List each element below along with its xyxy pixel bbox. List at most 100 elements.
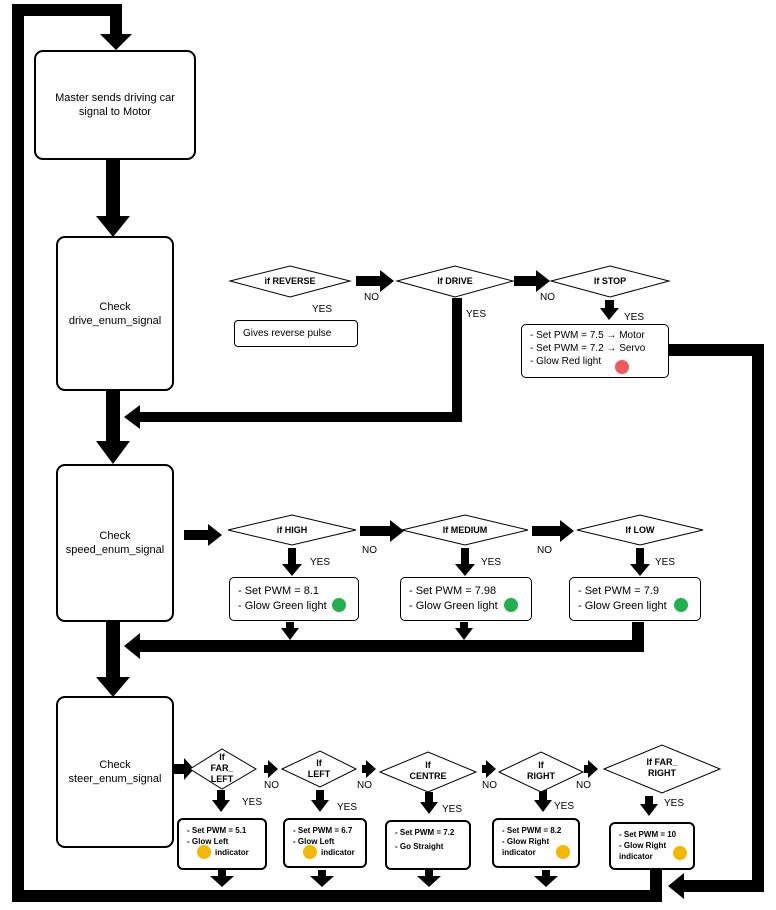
check-speed-line2: speed_enum_signal <box>65 544 165 556</box>
label-yes-far-left: YES <box>242 797 263 808</box>
stop-action-box: - Set PWM = 7.5 → Motor - Set PWM = 7.2 … <box>521 324 669 378</box>
far-left-action-box: - Set PWM = 5.1 - Glow Left indicator <box>177 818 267 870</box>
decision-centre-label: If CENTRE <box>398 760 458 782</box>
yellow-light-icon-left <box>303 845 317 859</box>
arrow-into-main-drive <box>124 405 140 429</box>
green-light-icon-medium <box>504 598 518 612</box>
check-speed-line1: Check <box>99 530 131 542</box>
decision-right <box>497 751 585 793</box>
arrow-check-to-high <box>184 530 210 540</box>
check-drive-node: Check drive_enum_signal <box>56 236 174 391</box>
medium-action-line1: - Set PWM = 7.98 <box>409 585 497 597</box>
stop-down-line <box>752 344 764 892</box>
stop-right-line <box>668 344 764 356</box>
label-no-high: NO <box>362 545 377 556</box>
centre-line1: If <box>425 760 431 770</box>
right-action-line1: - Set PWM = 8.2 <box>502 826 562 835</box>
decision-drive <box>395 265 515 298</box>
right-action-line2: - Glow Right <box>502 837 550 846</box>
arrow-into-master <box>100 34 132 50</box>
flow-speed-to-steer <box>106 621 120 679</box>
arrow-to-check-speed <box>96 441 130 464</box>
decision-far-right-label: If FAR_ RIGHT <box>630 757 694 779</box>
arrow-into-loop <box>668 873 684 899</box>
label-yes-left: YES <box>337 802 358 813</box>
drive-yes-down <box>452 298 462 422</box>
far-left-action-line2: - Glow Left <box>187 837 229 846</box>
arrow-drive-to-stop <box>514 276 538 286</box>
far-right-action-line3: indicator <box>619 852 653 861</box>
arrow-stop-down <box>605 300 614 310</box>
yellow-light-icon-far-left <box>197 845 211 859</box>
arrow-check-to-far-left <box>174 764 186 774</box>
decision-far-left <box>189 748 257 790</box>
decision-far-left-label: If FAR_ LEFT <box>197 752 247 785</box>
decision-high <box>227 514 357 546</box>
decision-low <box>576 514 704 546</box>
label-yes-reverse: YES <box>312 304 333 315</box>
decision-stop-label: If STOP <box>593 276 627 286</box>
medium-action-line2: - Glow Green light <box>409 600 498 612</box>
far-right-action-line2: - Glow Right <box>619 841 667 850</box>
low-action-line2: - Glow Green light <box>578 600 667 612</box>
yellow-light-icon-far-right <box>673 846 687 860</box>
check-speed-node: Check speed_enum_signal <box>56 464 174 622</box>
arrow-medium-to-low <box>532 526 562 536</box>
far-left-line3: LEFT <box>210 774 234 784</box>
decision-right-label: If RIGHT <box>514 760 568 782</box>
left-line1: If <box>316 758 322 768</box>
green-light-icon-high <box>332 598 346 612</box>
right-line1: If <box>538 760 544 770</box>
loop-line-left <box>12 14 24 902</box>
left-action-line1: - Set PWM = 6.7 <box>293 826 353 835</box>
arrow-medium-yes <box>455 564 475 576</box>
arrow-right-to-far-right <box>588 760 598 778</box>
label-no-medium: NO <box>537 545 552 556</box>
low-action-line1: - Set PWM = 7.9 <box>578 585 659 597</box>
far-left-line1: If <box>219 752 225 762</box>
far-left-action-line1: - Set PWM = 5.1 <box>187 826 247 835</box>
centre-action-line1: - Set PWM = 7.2 <box>395 828 455 837</box>
reverse-action-box: Gives reverse pulse <box>234 320 358 347</box>
stop-action-line1: - Set PWM = 7.5 → Motor <box>530 330 645 341</box>
master-node-text: Master sends driving car signal to Motor <box>55 92 175 118</box>
arrow-reverse-to-drive <box>356 276 382 286</box>
label-yes-high: YES <box>310 557 331 568</box>
far-left-line2: FAR_ <box>210 763 234 773</box>
centre-line2: CENTRE <box>409 771 447 781</box>
loop-line-top <box>12 4 122 16</box>
reverse-action-text: Gives reverse pulse <box>243 328 332 339</box>
check-steer-line1: Check <box>99 759 131 771</box>
arrow-to-check-drive <box>96 216 130 237</box>
decision-high-label: if HIGH <box>276 525 308 535</box>
arrow-into-main-speed <box>124 633 140 659</box>
high-action-line2: - Glow Green light <box>238 600 327 612</box>
decision-reverse <box>228 265 352 298</box>
loop-line-top-down <box>110 4 122 36</box>
loop-line-bottom <box>12 890 662 902</box>
left-line2: LEFT <box>307 769 331 779</box>
arrow-left-to-centre <box>366 760 376 778</box>
flow-master-to-drive <box>106 160 120 218</box>
arrow-high-yes <box>282 564 302 576</box>
label-no-reverse: NO <box>364 292 379 303</box>
medium-action-box: - Set PWM = 7.98 - Glow Green light <box>400 577 532 621</box>
far-left-action-line3: indicator <box>215 848 249 857</box>
label-no-right: NO <box>576 780 591 791</box>
decision-drive-label: If DRIVE <box>437 276 473 286</box>
stop-action-line3: - Glow Red light <box>530 356 602 367</box>
loop-line-up <box>650 870 662 902</box>
label-yes-stop: YES <box>624 312 645 323</box>
high-action-line1: - Set PWM = 8.1 <box>238 585 319 597</box>
left-action-line3: indicator <box>321 848 355 857</box>
far-right-action-box: - Set PWM = 10 - Glow Right indicator <box>609 822 695 870</box>
far-right-line2: RIGHT <box>648 768 676 778</box>
centre-action-box: - Set PWM = 7.2 - Go Straight <box>385 820 471 870</box>
high-action-box: - Set PWM = 8.1 - Glow Green light <box>229 577 359 621</box>
right-action-line3: indicator <box>502 848 536 857</box>
left-action-line2: - Glow Left <box>293 837 335 846</box>
arrow-low-yes <box>630 564 650 576</box>
centre-action-line2: - Go Straight <box>395 842 444 851</box>
